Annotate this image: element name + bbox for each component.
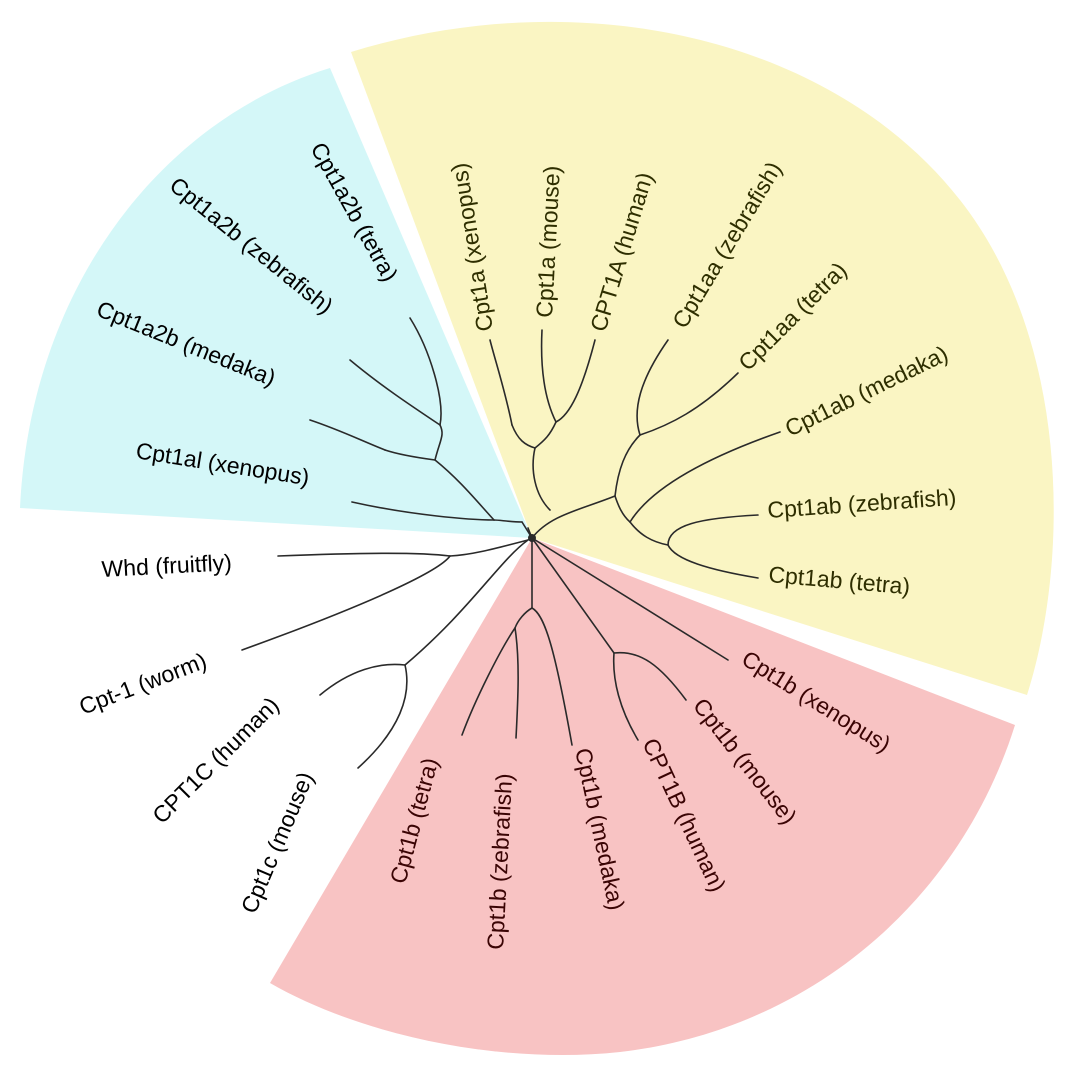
cpt1a-clade-sector: [351, 21, 1054, 696]
cpt1a2-clade-sector: [20, 68, 532, 538]
leaf-label-cpt1-worm: Cpt-1 (worm): [75, 647, 210, 719]
root-node: [528, 534, 536, 542]
tree-branches: [241, 317, 781, 769]
cpt1b-clade-sector: [270, 538, 1015, 1056]
leaf-label-cpt1c-mouse: Cpt1c (mouse): [236, 768, 319, 917]
leaf-label-whd-fruitfly: Whd (fruitfly): [101, 549, 233, 582]
leaf-label-cpt1c-human: CPT1C (human): [147, 692, 284, 829]
